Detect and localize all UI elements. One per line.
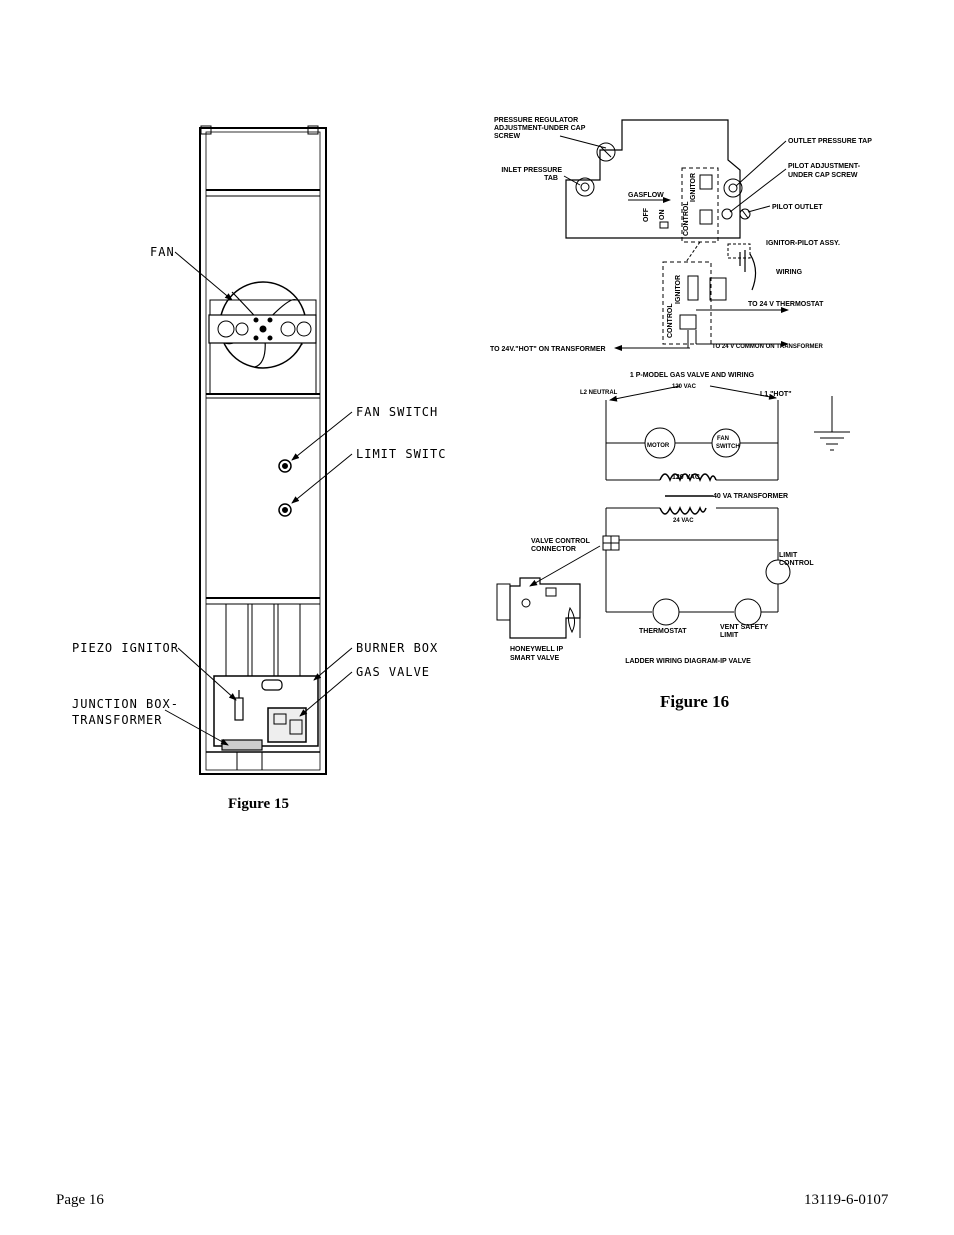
vac120-mid-label: 120 VAC xyxy=(672,474,700,481)
fan-switch-label-ladder: SWITCH xyxy=(716,444,740,450)
vent-label-1: VENT SAFETY xyxy=(720,624,769,631)
cabinet-outline xyxy=(199,127,327,775)
pressure-regulator-label-3: SCREW xyxy=(494,133,520,140)
inlet-pressure-label-1: INLET PRESSURE xyxy=(501,167,562,174)
to-24v-thermostat-label: TO 24 V THERMOSTAT xyxy=(748,301,824,308)
fan-switch-part xyxy=(278,459,292,473)
limit-switch-part xyxy=(278,503,292,517)
ladder-diagram-title: LADDER WIRING DIAGRAM-IP VALVE xyxy=(625,658,751,665)
figure15-caption: Figure 15 xyxy=(228,796,289,812)
l2-neutral-label: L2 NEUTRAL xyxy=(580,390,618,396)
piezo-ignitor-label: PIEZO IGNITOR xyxy=(72,641,179,655)
pilot-outlet-label: PILOT OUTLET xyxy=(772,204,823,211)
thermostat-symbol xyxy=(652,598,680,626)
fan-switch-symbol xyxy=(711,428,741,458)
limit-label-2: CONTROL xyxy=(779,560,814,567)
valve-wiring-title: 1 P-MODEL GAS VALVE AND WIRING xyxy=(630,372,755,379)
outlet-pressure-label: OUTLET PRESSURE TAP xyxy=(788,138,872,145)
pilot-adjustment-label-1: PILOT ADJUSTMENT- xyxy=(788,163,861,170)
vac24-label: 24 VAC xyxy=(673,518,694,524)
honeywell-label-2: SMART VALVE xyxy=(510,655,559,662)
pressure-regulator-label-1: PRESSURE REGULATOR xyxy=(494,117,578,124)
honeywell-label-1: HONEYWELL IP xyxy=(510,646,563,653)
off-label: OFF xyxy=(643,207,650,222)
piezo-ignitor-part xyxy=(234,697,244,721)
control-label-bottom: CONTROL xyxy=(667,303,674,338)
figure15-drawing xyxy=(164,125,353,775)
vac120-top-label: 120 VAC xyxy=(672,384,697,390)
transformer-label-ladder: 40 VA TRANSFORMER xyxy=(713,493,788,500)
ignitor-label-top: IGNITOR xyxy=(690,173,697,202)
gas-valve-part xyxy=(267,707,307,743)
pressure-regulator-label-2: ADJUSTMENT-UNDER CAP xyxy=(494,125,586,132)
l1-hot-label: L1 "HOT" xyxy=(760,391,792,398)
document-number: 13119-6-0107 xyxy=(804,1192,889,1208)
burner-box-label: BURNER BOX xyxy=(356,641,438,655)
thermostat-label: THERMOSTAT xyxy=(639,628,687,635)
figure16-caption: Figure 16 xyxy=(660,692,730,711)
fan-switch-label: FAN SWITCH xyxy=(356,405,438,419)
figure16-valve-drawing xyxy=(559,119,789,351)
vent-limit-symbol xyxy=(734,598,762,626)
transformer-secondary xyxy=(659,505,707,515)
burner-box-part xyxy=(213,675,319,747)
ignitor-label-bottom: IGNITOR xyxy=(675,275,682,304)
ignitor-pilot-assy-label: IGNITOR-PILOT ASSY. xyxy=(766,240,840,247)
wiring-label: WIRING xyxy=(776,269,803,276)
motor-label: MOTOR xyxy=(647,443,670,449)
figure16-ladder-drawing xyxy=(496,385,850,639)
limit-label-1: LIMIT xyxy=(779,552,798,559)
gas-valve-label: GAS VALVE xyxy=(356,665,430,679)
junction-box-label: JUNCTION BOX- xyxy=(72,697,179,711)
fan-label-ladder: FAN xyxy=(717,436,729,442)
to-24v-hot-label: TO 24V."HOT" ON TRANSFORMER xyxy=(490,346,606,353)
transformer-label: TRANSFORMER xyxy=(72,713,162,727)
valve-connector-label-1: VALVE CONTROL xyxy=(531,538,591,545)
limit-switch-label: LIMIT SWITC xyxy=(356,447,446,461)
vent-label-2: LIMIT xyxy=(720,632,739,639)
gasflow-label: GASFLOW xyxy=(628,192,664,199)
to-24v-common-label: TO 24 V COMMON ON TRANSFORMER xyxy=(712,344,824,350)
gas-valve-body xyxy=(565,119,741,239)
pilot-adjustment-label-2: UNDER CAP SCREW xyxy=(788,172,858,179)
inlet-pressure-label-2: TAB xyxy=(544,175,558,182)
control-label-top: CONTROL xyxy=(683,201,690,236)
transformer-primary xyxy=(659,473,717,483)
page-number: Page 16 xyxy=(56,1192,104,1208)
fan-label: FAN xyxy=(150,245,175,259)
valve-connector-label-2: CONNECTOR xyxy=(531,546,576,553)
cabinet-inner-outline xyxy=(205,131,321,771)
on-label: ON xyxy=(659,210,666,221)
